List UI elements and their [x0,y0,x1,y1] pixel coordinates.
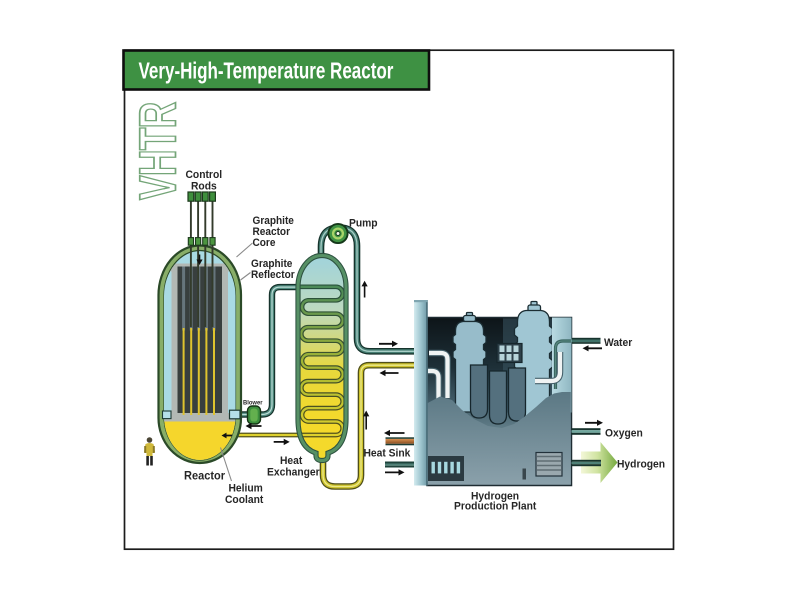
svg-text:Graphite: Graphite [253,215,294,228]
svg-text:Very-High-Temperature Reactor: Very-High-Temperature Reactor [139,59,394,84]
svg-text:Heat Sink: Heat Sink [364,447,411,459]
svg-text:Reflector: Reflector [251,269,295,282]
svg-text:Hydrogen: Hydrogen [471,490,519,502]
svg-text:Water: Water [604,337,633,349]
svg-text:Exchanger: Exchanger [267,466,320,478]
svg-text:Production Plant: Production Plant [454,500,537,512]
svg-text:Hydrogen: Hydrogen [617,458,665,470]
svg-text:Reactor: Reactor [253,226,290,239]
svg-text:Rods: Rods [191,180,217,192]
svg-text:Core: Core [253,237,276,250]
svg-text:Reactor: Reactor [184,470,226,482]
svg-text:Helium: Helium [229,482,263,494]
svg-text:Blower: Blower [243,399,263,406]
svg-text:Control: Control [186,169,223,181]
svg-text:Coolant: Coolant [225,494,264,506]
svg-text:VHTR: VHTR [128,102,187,200]
svg-text:Heat: Heat [280,455,303,467]
svg-text:Oxygen: Oxygen [605,427,643,439]
svg-text:Pump: Pump [349,217,378,229]
svg-text:Graphite: Graphite [251,258,292,271]
